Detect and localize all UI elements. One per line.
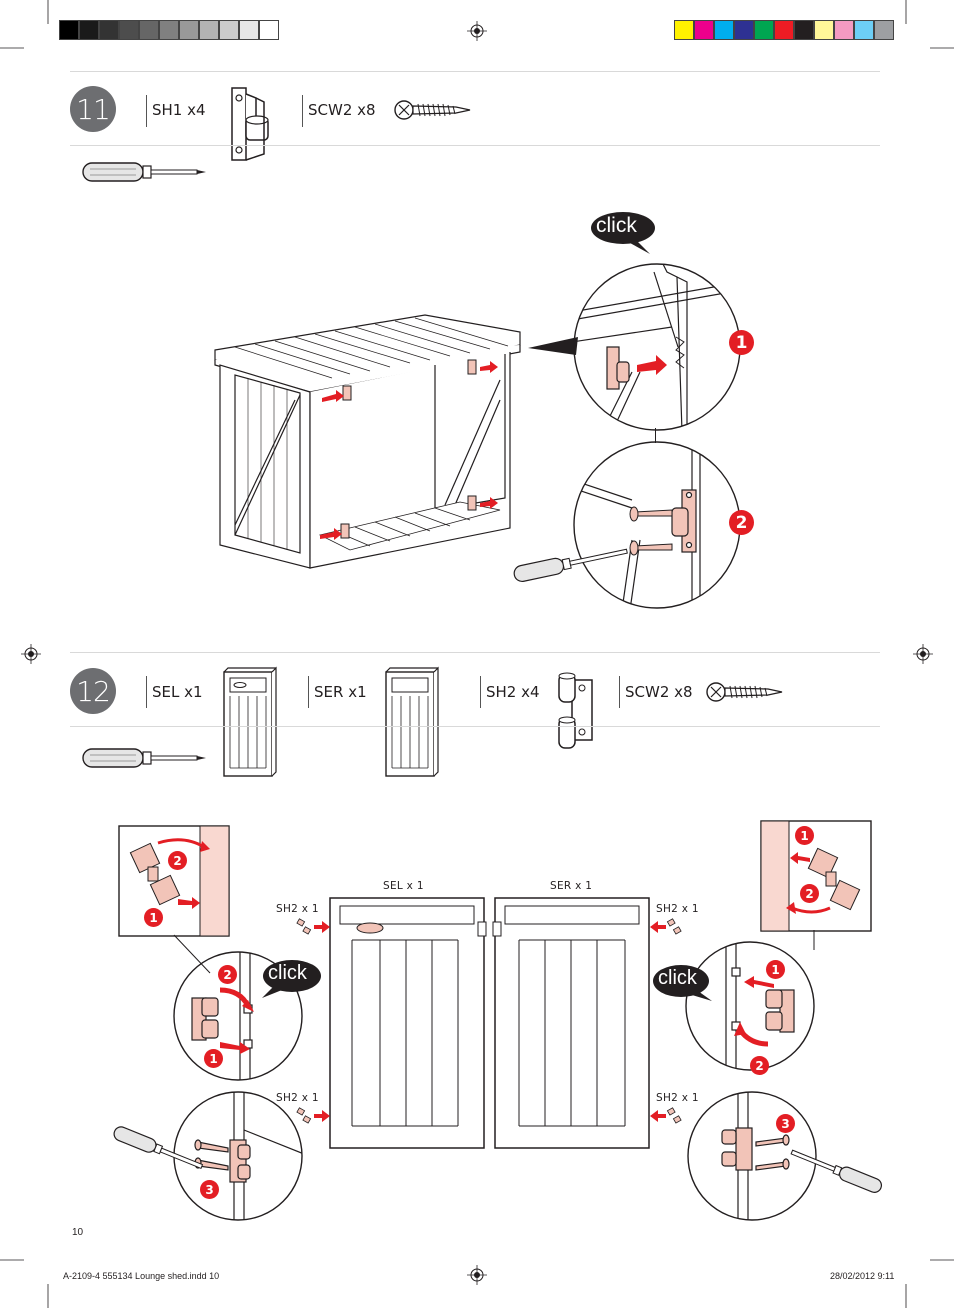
step11-zoom-screw-hinge [573, 441, 741, 609]
footer-timestamp: 28/02/2012 9:11 [830, 1271, 895, 1281]
step12-part3-separator [480, 676, 481, 708]
screwdriver-tool-icon [82, 162, 206, 182]
left-hinge-click-zoom [173, 951, 303, 1081]
right-zoom-callout-2: 2 [750, 1056, 769, 1075]
right-click-bubble [653, 965, 712, 1001]
process-swatch [734, 20, 754, 40]
zoom-pointer [528, 337, 578, 355]
page-number: 10 [72, 1227, 84, 1238]
gray-swatch [99, 20, 119, 40]
left-click-text: click [268, 962, 307, 984]
process-swatch [834, 20, 854, 40]
right-hinge-click-zoom [685, 941, 815, 1071]
step12-part2-separator [308, 676, 309, 708]
step11-part2-label: SCW2 x8 [308, 101, 376, 119]
step12-part3-label: SH2 x4 [486, 683, 540, 701]
left-hinge-detail-box [118, 825, 230, 937]
step11-number: 11 [70, 86, 116, 132]
process-swatch [674, 20, 694, 40]
left-screwdriver-icon [113, 1126, 204, 1170]
registration-mark-bottom [467, 1265, 487, 1285]
registration-mark-top [467, 21, 487, 41]
ser-door-illustration [492, 897, 650, 1149]
process-swatch [774, 20, 794, 40]
right-screw-callout-3: 3 [776, 1114, 795, 1133]
sh2-hinge-part-icon [558, 672, 593, 749]
process-swatch [874, 20, 894, 40]
step12-top-divider [70, 652, 880, 653]
step11-part1-separator [146, 95, 147, 127]
left-screw-callout-3: 3 [200, 1180, 219, 1199]
process-swatch [694, 20, 714, 40]
step12-scw2-screw-part-icon [706, 682, 783, 702]
left-screw-zoom [173, 1091, 303, 1221]
sh1-hinge-part-icon [231, 87, 269, 161]
step12-part4-separator [619, 676, 620, 708]
process-swatch [714, 20, 734, 40]
step12-part1-label: SEL x1 [152, 683, 203, 701]
process-swatch [814, 20, 834, 40]
scw2-screw-part-icon [394, 100, 471, 120]
sel-door-illustration [329, 897, 487, 1149]
hinge-label-bottom-left: SH2 x 1 [276, 1092, 319, 1104]
step11-callout-1: 1 [729, 330, 754, 355]
right-connectors [813, 930, 815, 950]
step11-click-text: click [596, 214, 637, 237]
step11-top-divider [70, 71, 880, 72]
ser-door-part-icon [385, 666, 439, 777]
left-zoom-callout-2: 2 [218, 965, 237, 984]
process-swatch [754, 20, 774, 40]
process-swatch [794, 20, 814, 40]
step11-screwdriver-icon [513, 548, 628, 583]
right-box-callout-1: 1 [795, 826, 814, 845]
step12-part4-label: SCW2 x8 [625, 683, 693, 701]
left-zoom-callout-1: 1 [204, 1049, 223, 1068]
step12-screwdriver-tool-icon [82, 748, 206, 768]
gray-swatch [139, 20, 159, 40]
right-zoom-callout-1: 1 [766, 960, 785, 979]
door-left-label: SEL x 1 [383, 880, 424, 892]
left-box-callout-2: 2 [168, 851, 187, 870]
step11-shed-base-illustration [214, 314, 521, 569]
zoom-connector [655, 428, 656, 443]
gray-swatch [59, 20, 79, 40]
step11-zoom-hinge-click [573, 263, 741, 431]
step12-tool-divider [70, 726, 880, 727]
left-connectors [173, 934, 211, 974]
step11-click-bubble [591, 212, 655, 254]
left-box-callout-1: 1 [144, 908, 163, 927]
gray-swatch [159, 20, 179, 40]
step11-callout-2: 2 [729, 510, 754, 535]
door-right-label: SER x 1 [550, 880, 593, 892]
hinge-label-top-left: SH2 x 1 [276, 903, 319, 915]
step12-number: 12 [70, 668, 116, 714]
footer-file-info: A-2109-4 555134 Lounge shed.indd 10 [63, 1271, 220, 1281]
right-box-callout-2: 2 [800, 884, 819, 903]
step12-part2-label: SER x1 [314, 683, 367, 701]
hinge-label-top-right: SH2 x 1 [656, 903, 699, 915]
gray-swatch [79, 20, 99, 40]
gray-swatch [239, 20, 259, 40]
step11-part2-separator [302, 95, 303, 127]
right-screw-zoom [687, 1091, 817, 1221]
gray-swatch [199, 20, 219, 40]
step11-tool-divider [70, 145, 880, 146]
process-swatch [854, 20, 874, 40]
right-screwdriver-icon [790, 1149, 882, 1193]
gray-swatch [179, 20, 199, 40]
step12-part1-separator [146, 676, 147, 708]
left-click-bubble [262, 960, 321, 998]
gray-swatch [119, 20, 139, 40]
gray-swatch [259, 20, 279, 40]
step11-part1-label: SH1 x4 [152, 101, 206, 119]
registration-mark-right [913, 644, 933, 664]
registration-mark-left [21, 644, 41, 664]
gray-swatch [219, 20, 239, 40]
hinge-markers [296, 918, 682, 1124]
sel-door-part-icon [223, 666, 277, 777]
right-click-text: click [658, 967, 697, 989]
hinge-label-bottom-right: SH2 x 1 [656, 1092, 699, 1104]
right-hinge-detail-box [760, 820, 872, 932]
